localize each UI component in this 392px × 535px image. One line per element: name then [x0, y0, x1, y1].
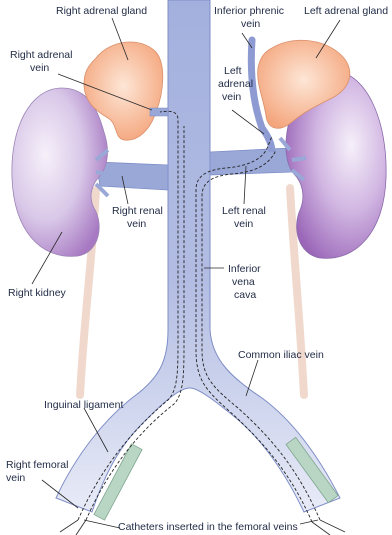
right-adrenal-vein: [150, 108, 168, 116]
right-kidney: [12, 88, 108, 256]
label-left-renal-vein: Left renal vein: [222, 205, 269, 230]
label-inferior-vena-cava: Inferior vena cava: [228, 263, 264, 301]
label-left-adrenal-gland: Left adrenal gland: [304, 5, 388, 17]
label-common-iliac-vein: Common iliac vein: [238, 349, 324, 361]
label-right-kidney: Right kidney: [8, 287, 67, 299]
label-right-adrenal-gland: Right adrenal gland: [56, 5, 147, 17]
label-right-femoral-vein: Right femoral vein: [6, 459, 71, 484]
label-right-renal-vein: Right renal vein: [112, 205, 166, 230]
label-inguinal-ligament: Inguinal ligament: [44, 399, 123, 411]
label-right-adrenal-vein: Right adrenal vein: [10, 49, 75, 74]
label-catheters: Catheters inserted in the femoral veins: [118, 521, 298, 533]
label-inferior-phrenic-vein: Inferior phrenic vein: [214, 5, 287, 30]
